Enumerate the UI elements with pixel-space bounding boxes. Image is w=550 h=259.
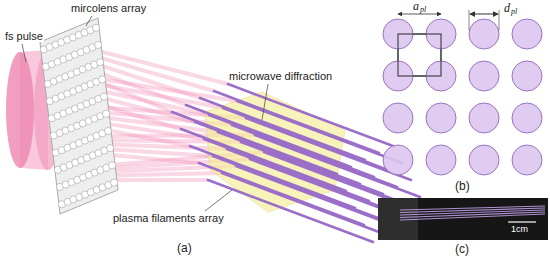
microlens xyxy=(99,76,106,83)
plasma-filament xyxy=(222,173,387,235)
laser-beam xyxy=(93,78,237,101)
filament-glow xyxy=(400,214,545,220)
filament-cross-section xyxy=(469,19,499,49)
microlens xyxy=(103,110,110,117)
filament-cross-section xyxy=(469,61,499,91)
plasma-filament xyxy=(237,101,402,163)
filament-cross-section xyxy=(383,103,413,133)
filament-cross-section xyxy=(512,61,542,91)
leader-line xyxy=(86,16,92,26)
filament-cross-section xyxy=(469,103,499,133)
plasma-filament xyxy=(236,166,401,228)
panel-a-illustration xyxy=(6,16,429,242)
microlens xyxy=(107,145,114,152)
photo-background xyxy=(378,198,548,240)
text-label: a xyxy=(412,0,420,13)
text-label: pl xyxy=(419,6,427,15)
filament-cross-section xyxy=(426,145,456,175)
lens-plate xyxy=(40,18,118,214)
microlens xyxy=(101,93,108,100)
microlens xyxy=(95,41,102,48)
microlens xyxy=(97,59,104,66)
extension-line xyxy=(499,10,500,30)
filament-cross-section xyxy=(383,145,413,175)
microlens xyxy=(111,179,118,186)
plasma-filament xyxy=(228,84,393,146)
pulse-face xyxy=(6,52,34,168)
text-label: mircolens array xyxy=(70,2,147,14)
text-label: d xyxy=(503,2,511,15)
filament-cross-section xyxy=(512,145,542,175)
text-label: fs pulse xyxy=(4,30,44,42)
panel-label: (b) xyxy=(454,180,471,193)
panel-b-illustration xyxy=(383,10,542,175)
extension-line xyxy=(469,10,470,30)
text-label: plasma filaments array xyxy=(112,212,225,224)
period-square xyxy=(398,34,441,76)
filament-cross-section xyxy=(426,103,456,133)
text-label: 1cm xyxy=(510,225,529,235)
panel-label: (c) xyxy=(454,243,470,256)
period-arrow xyxy=(398,14,441,15)
panel-label: (a) xyxy=(176,242,193,255)
leader-line xyxy=(22,44,26,62)
scale-bar xyxy=(508,221,536,222)
leader-line xyxy=(262,84,268,120)
plasma-filament xyxy=(255,135,420,197)
text-label: pl xyxy=(510,8,518,17)
text-label: microwave diffraction xyxy=(228,70,333,82)
filament-cross-section xyxy=(469,145,499,175)
diameter-arrow xyxy=(470,14,498,15)
panel-c-photo xyxy=(378,198,548,240)
microlens xyxy=(105,127,112,134)
microlens xyxy=(109,162,116,169)
filament-cross-section xyxy=(512,19,542,49)
leader-line xyxy=(205,190,232,211)
plasma-filament xyxy=(208,180,373,242)
filament-cross-section xyxy=(512,103,542,133)
filament-glow xyxy=(400,206,545,210)
microlens xyxy=(93,24,100,31)
